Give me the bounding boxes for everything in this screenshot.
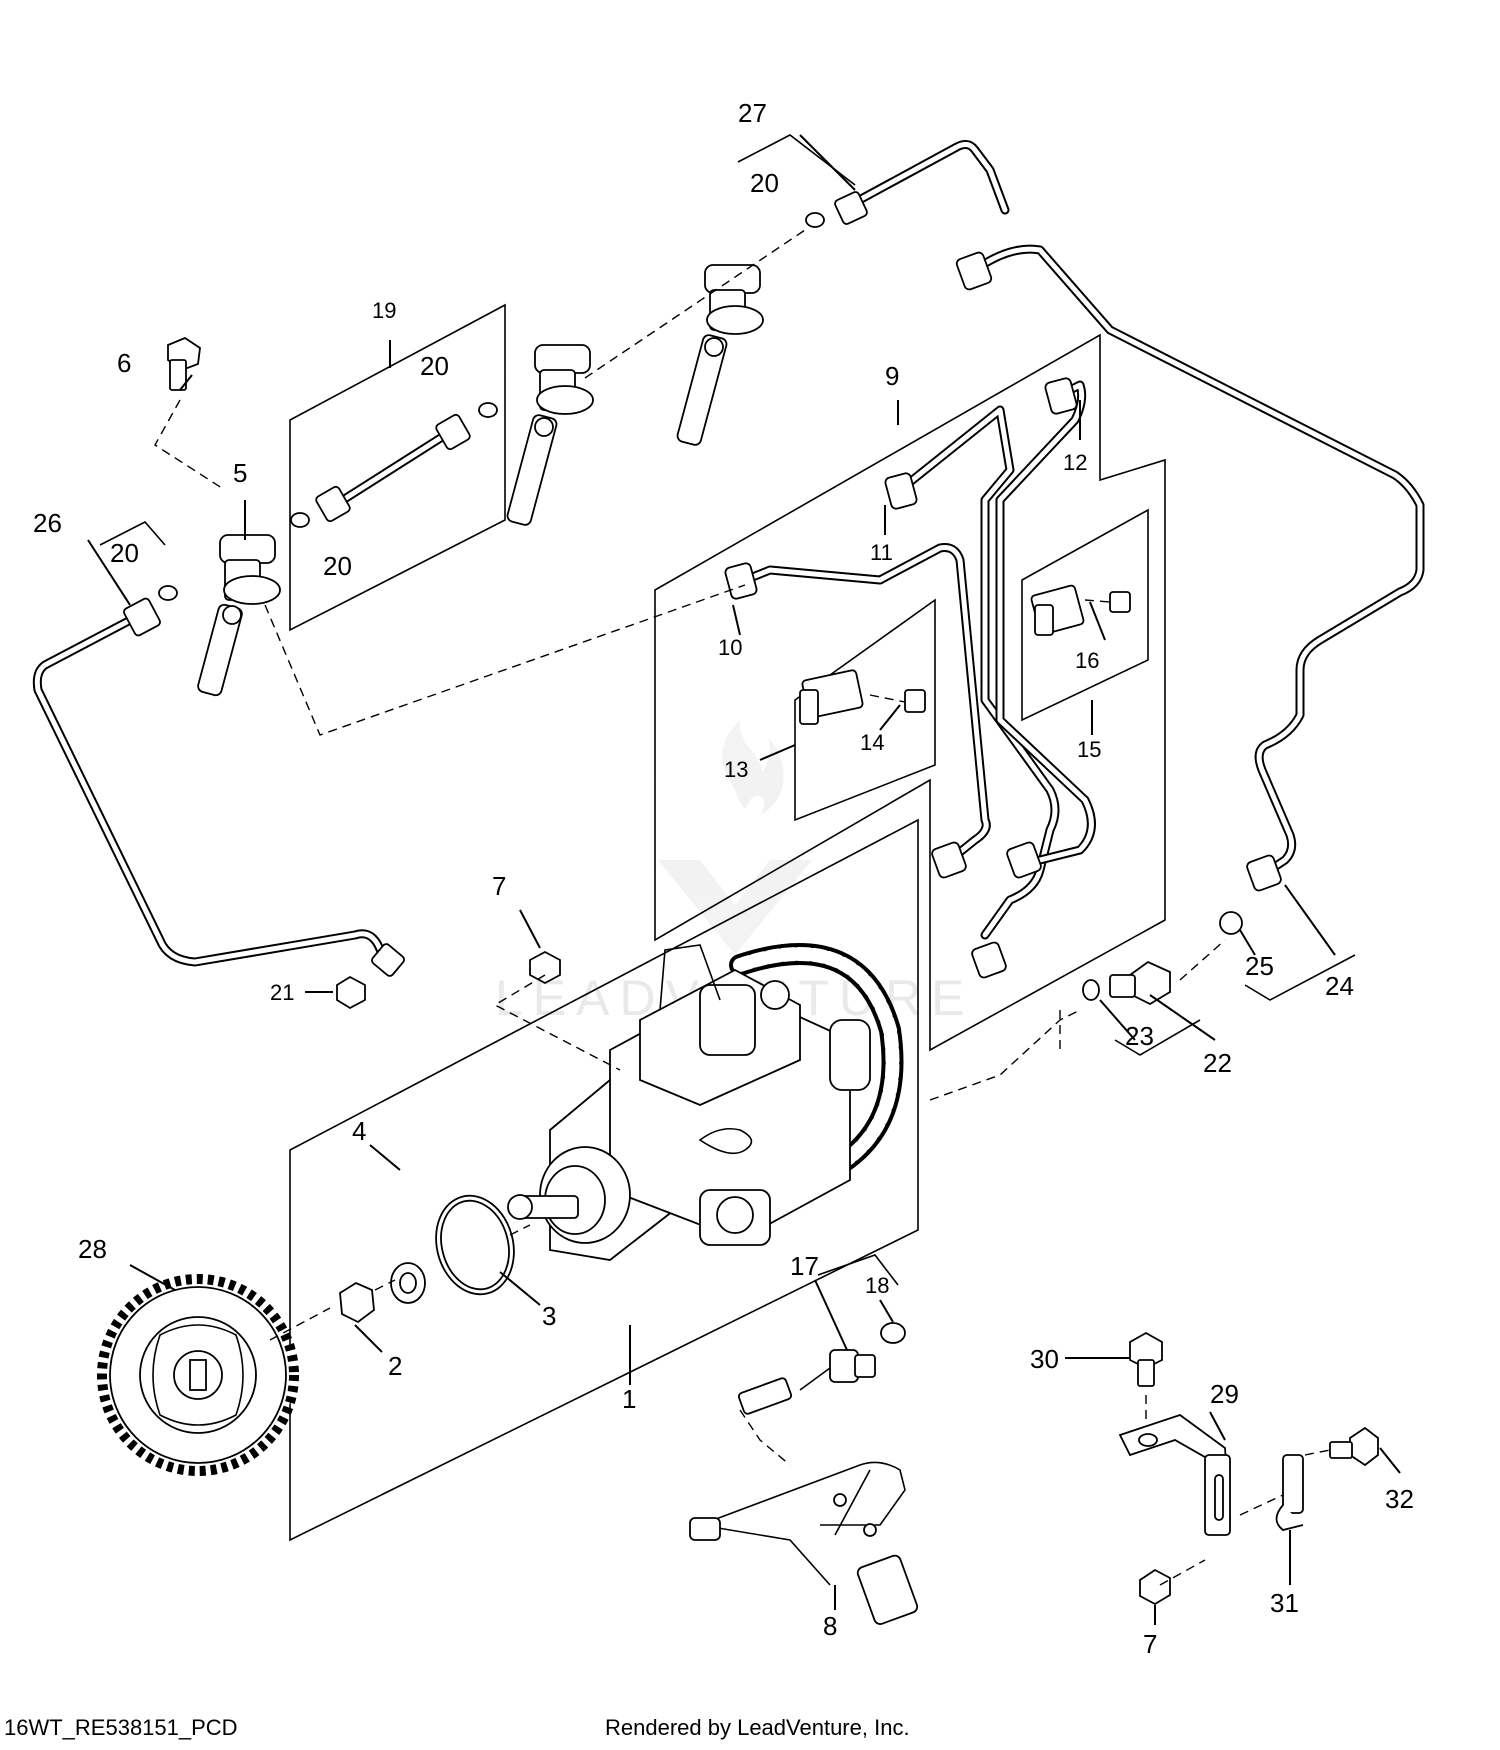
callout-20-lower: 20 [323,551,352,581]
injectors [197,264,764,697]
nut-10 [724,562,758,600]
injector-2 [506,344,594,526]
clip-31 [1275,1454,1304,1531]
callout-13: 13 [724,757,748,782]
seal-20-upper [478,402,498,418]
callout-15: 15 [1077,737,1101,762]
callout-5: 5 [233,458,247,488]
fuel-line-26 [32,597,405,977]
seal-20-left [158,585,178,601]
callout-32: 32 [1385,1484,1414,1514]
callout-31: 31 [1270,1588,1299,1618]
line-set-9 [724,377,1096,979]
diagram-code: 16WT_RE538151_PCD [4,1715,238,1740]
callout-16: 16 [1075,648,1099,673]
callout-10: 10 [718,635,742,660]
kit-brackets [99,134,1356,1542]
clamp-bracket-15 [1021,508,1149,722]
nut-12 [1044,377,1078,415]
callout-2: 2 [388,1351,402,1381]
injection-pump [507,942,904,1261]
washer-25 [1219,911,1243,935]
callout-29: 29 [1210,1379,1239,1409]
rendered-by-credit: Rendered by LeadVenture, Inc. [605,1715,910,1740]
callout-1: 1 [622,1384,636,1414]
clamp-13 [799,669,926,725]
callout-25: 25 [1245,951,1274,981]
seal-20-lower [290,512,310,528]
callout-17: 17 [790,1251,819,1281]
callout-26: 26 [33,508,62,538]
sensor-17 [737,1322,906,1415]
callout-8: 8 [823,1611,837,1641]
watermark-logo [658,720,812,955]
callout-11: 11 [870,540,893,565]
fitting-21 [336,975,366,1010]
callout-28: 28 [78,1234,107,1264]
seal-20-top [805,212,825,228]
tube-19 [158,212,825,601]
clamp-bracket-13 [794,598,936,822]
callout-24: 24 [1325,971,1354,1001]
callout-30: 30 [1030,1344,1059,1374]
bracket-23-22 [1114,1019,1201,1056]
callout-21: 21 [270,980,294,1005]
o-ring-18 [880,1322,906,1344]
callout-20-left: 20 [110,538,139,568]
callout-27: 27 [738,98,767,128]
bolt-30 [1129,1331,1163,1387]
bolt-32 [1329,1426,1379,1467]
injector-line-bracket [289,303,506,632]
callout-20-top: 20 [750,168,779,198]
callout-9: 9 [885,361,899,391]
callout-18: 18 [865,1273,889,1298]
injector-5 [197,534,281,697]
callout-6: 6 [117,348,131,378]
callouts: 1 2 3 4 5 6 7 7 8 9 10 11 12 13 14 15 16… [33,98,1414,1659]
callout-7-upper: 7 [492,871,506,901]
bolt-14 [904,689,926,713]
line-set-bracket [654,333,1166,1052]
o-ring-3-inner [440,1199,510,1291]
drive-gear-28 [97,1274,299,1476]
callout-20-kit: 20 [420,351,449,381]
callout-12: 12 [1063,450,1087,475]
callout-22: 22 [1203,1048,1232,1078]
bracket-26-20 [99,521,166,546]
assembly-dash-lines [154,229,1331,1586]
bracket-29 [1118,1413,1231,1536]
callout-3: 3 [542,1301,556,1331]
bracket-25-24 [1244,954,1356,1001]
bolt-16 [1109,591,1131,613]
callout-4: 4 [352,1116,366,1146]
callout-14: 14 [860,730,884,755]
bracket-17-18 [817,1254,899,1286]
pump-assembly-bracket [289,818,919,1542]
nut-7-lower [1139,1568,1171,1606]
nut-11 [884,472,918,510]
callout-19: 19 [372,298,396,323]
injector-3 [676,264,764,446]
fuel-line-27 [834,140,1010,225]
fitting-22 [1109,960,1171,1006]
nut-2 [339,1281,375,1324]
callout-7-lower: 7 [1143,1629,1157,1659]
clamp-15 [1030,584,1131,636]
nut-7-upper [529,950,561,985]
washer-23 [1082,979,1100,1001]
harness-8 [689,1461,919,1625]
washer-4-hole [399,1272,417,1294]
leader-lines [87,134,1401,1625]
callout-23: 23 [1125,1021,1154,1051]
fuel-line-24 [955,244,1425,892]
